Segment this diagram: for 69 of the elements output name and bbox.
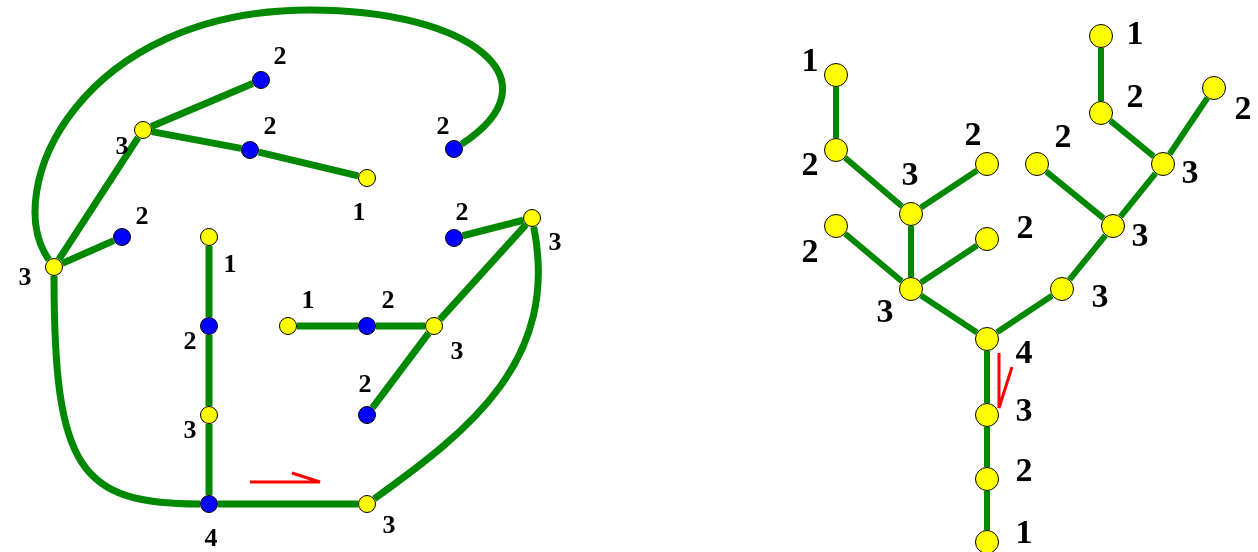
graph-edge: [297, 322, 358, 330]
vertex-label: 2: [455, 199, 469, 225]
vertex-label: 2: [964, 117, 982, 151]
vertex-label: 1: [352, 199, 366, 225]
vertex-label: 3: [1181, 155, 1199, 189]
vertex-label: 2: [273, 43, 287, 69]
vertex-label: 3: [382, 512, 396, 538]
graph-edge: [1067, 233, 1108, 282]
vertex-label: 2: [1015, 453, 1033, 487]
vertex-label: 2: [801, 147, 819, 181]
vertex-label: 3: [115, 133, 129, 159]
vertex-label: 2: [135, 203, 149, 229]
graph-edge: [919, 243, 979, 285]
graph-edge: [1098, 48, 1104, 101]
vertex-label: 2: [1126, 79, 1144, 113]
graph-edge: [151, 128, 242, 152]
graph-edge: [369, 331, 432, 410]
graph-edge: [205, 246, 213, 317]
graph-edge: [55, 135, 142, 262]
vertex-label: 3: [183, 417, 197, 443]
vertex-label: 2: [436, 113, 450, 139]
graph-edge: [984, 427, 990, 467]
graph-edge: [372, 226, 542, 502]
vertex-label: 2: [381, 287, 395, 313]
graph-edge: [908, 226, 914, 277]
vertex-label: 1: [301, 287, 315, 313]
vertex-label: 2: [183, 328, 197, 354]
graph-edge: [437, 222, 529, 322]
graph-edge: [984, 351, 990, 403]
vertex-label: 3: [1091, 279, 1109, 313]
vertex-label: 2: [801, 234, 819, 268]
vertex-label: 4: [1015, 335, 1033, 369]
vertex-label: 1: [1126, 16, 1144, 50]
vertex-label: 2: [1016, 210, 1034, 244]
vertex-label: 2: [358, 371, 372, 397]
graph-edge: [843, 155, 904, 209]
vertex-label: 1: [223, 251, 237, 277]
graph-edge: [50, 275, 201, 508]
vertex-label: 3: [876, 294, 894, 328]
graph-edge: [833, 87, 839, 138]
graph-edge: [995, 293, 1054, 335]
vertex-label: 3: [1131, 218, 1149, 252]
graph-edge: [1044, 169, 1106, 221]
vertex-label: 3: [18, 264, 32, 290]
graph-edge: [218, 500, 358, 508]
vertex-label: 1: [1015, 515, 1033, 549]
graph-edge: [984, 491, 990, 530]
vertex-label: 1: [801, 43, 819, 77]
graph-edge: [376, 322, 425, 330]
graph-edge: [60, 237, 116, 267]
vertex-label: 3: [548, 229, 562, 255]
graph-edge: [919, 168, 979, 210]
vertex-label: 3: [1015, 393, 1033, 427]
graph-edge: [919, 293, 979, 335]
graph-edge: [257, 148, 360, 180]
vertex-label: 3: [450, 338, 464, 364]
vertex-label: 2: [263, 113, 277, 139]
graph-edge: [1108, 118, 1156, 159]
graph-edge: [1167, 96, 1210, 156]
vertex-label: 3: [901, 157, 919, 191]
graph-edge: [461, 216, 525, 240]
graph-edge: [1118, 171, 1158, 219]
graph-edge: [843, 231, 904, 284]
graph-edge: [31, 6, 506, 262]
vertex-label: 2: [1054, 119, 1072, 153]
vertex-label: 4: [204, 525, 218, 551]
graph-edge: [205, 424, 213, 495]
graph-edge: [205, 335, 213, 406]
vertex-label: 2: [1234, 91, 1252, 125]
